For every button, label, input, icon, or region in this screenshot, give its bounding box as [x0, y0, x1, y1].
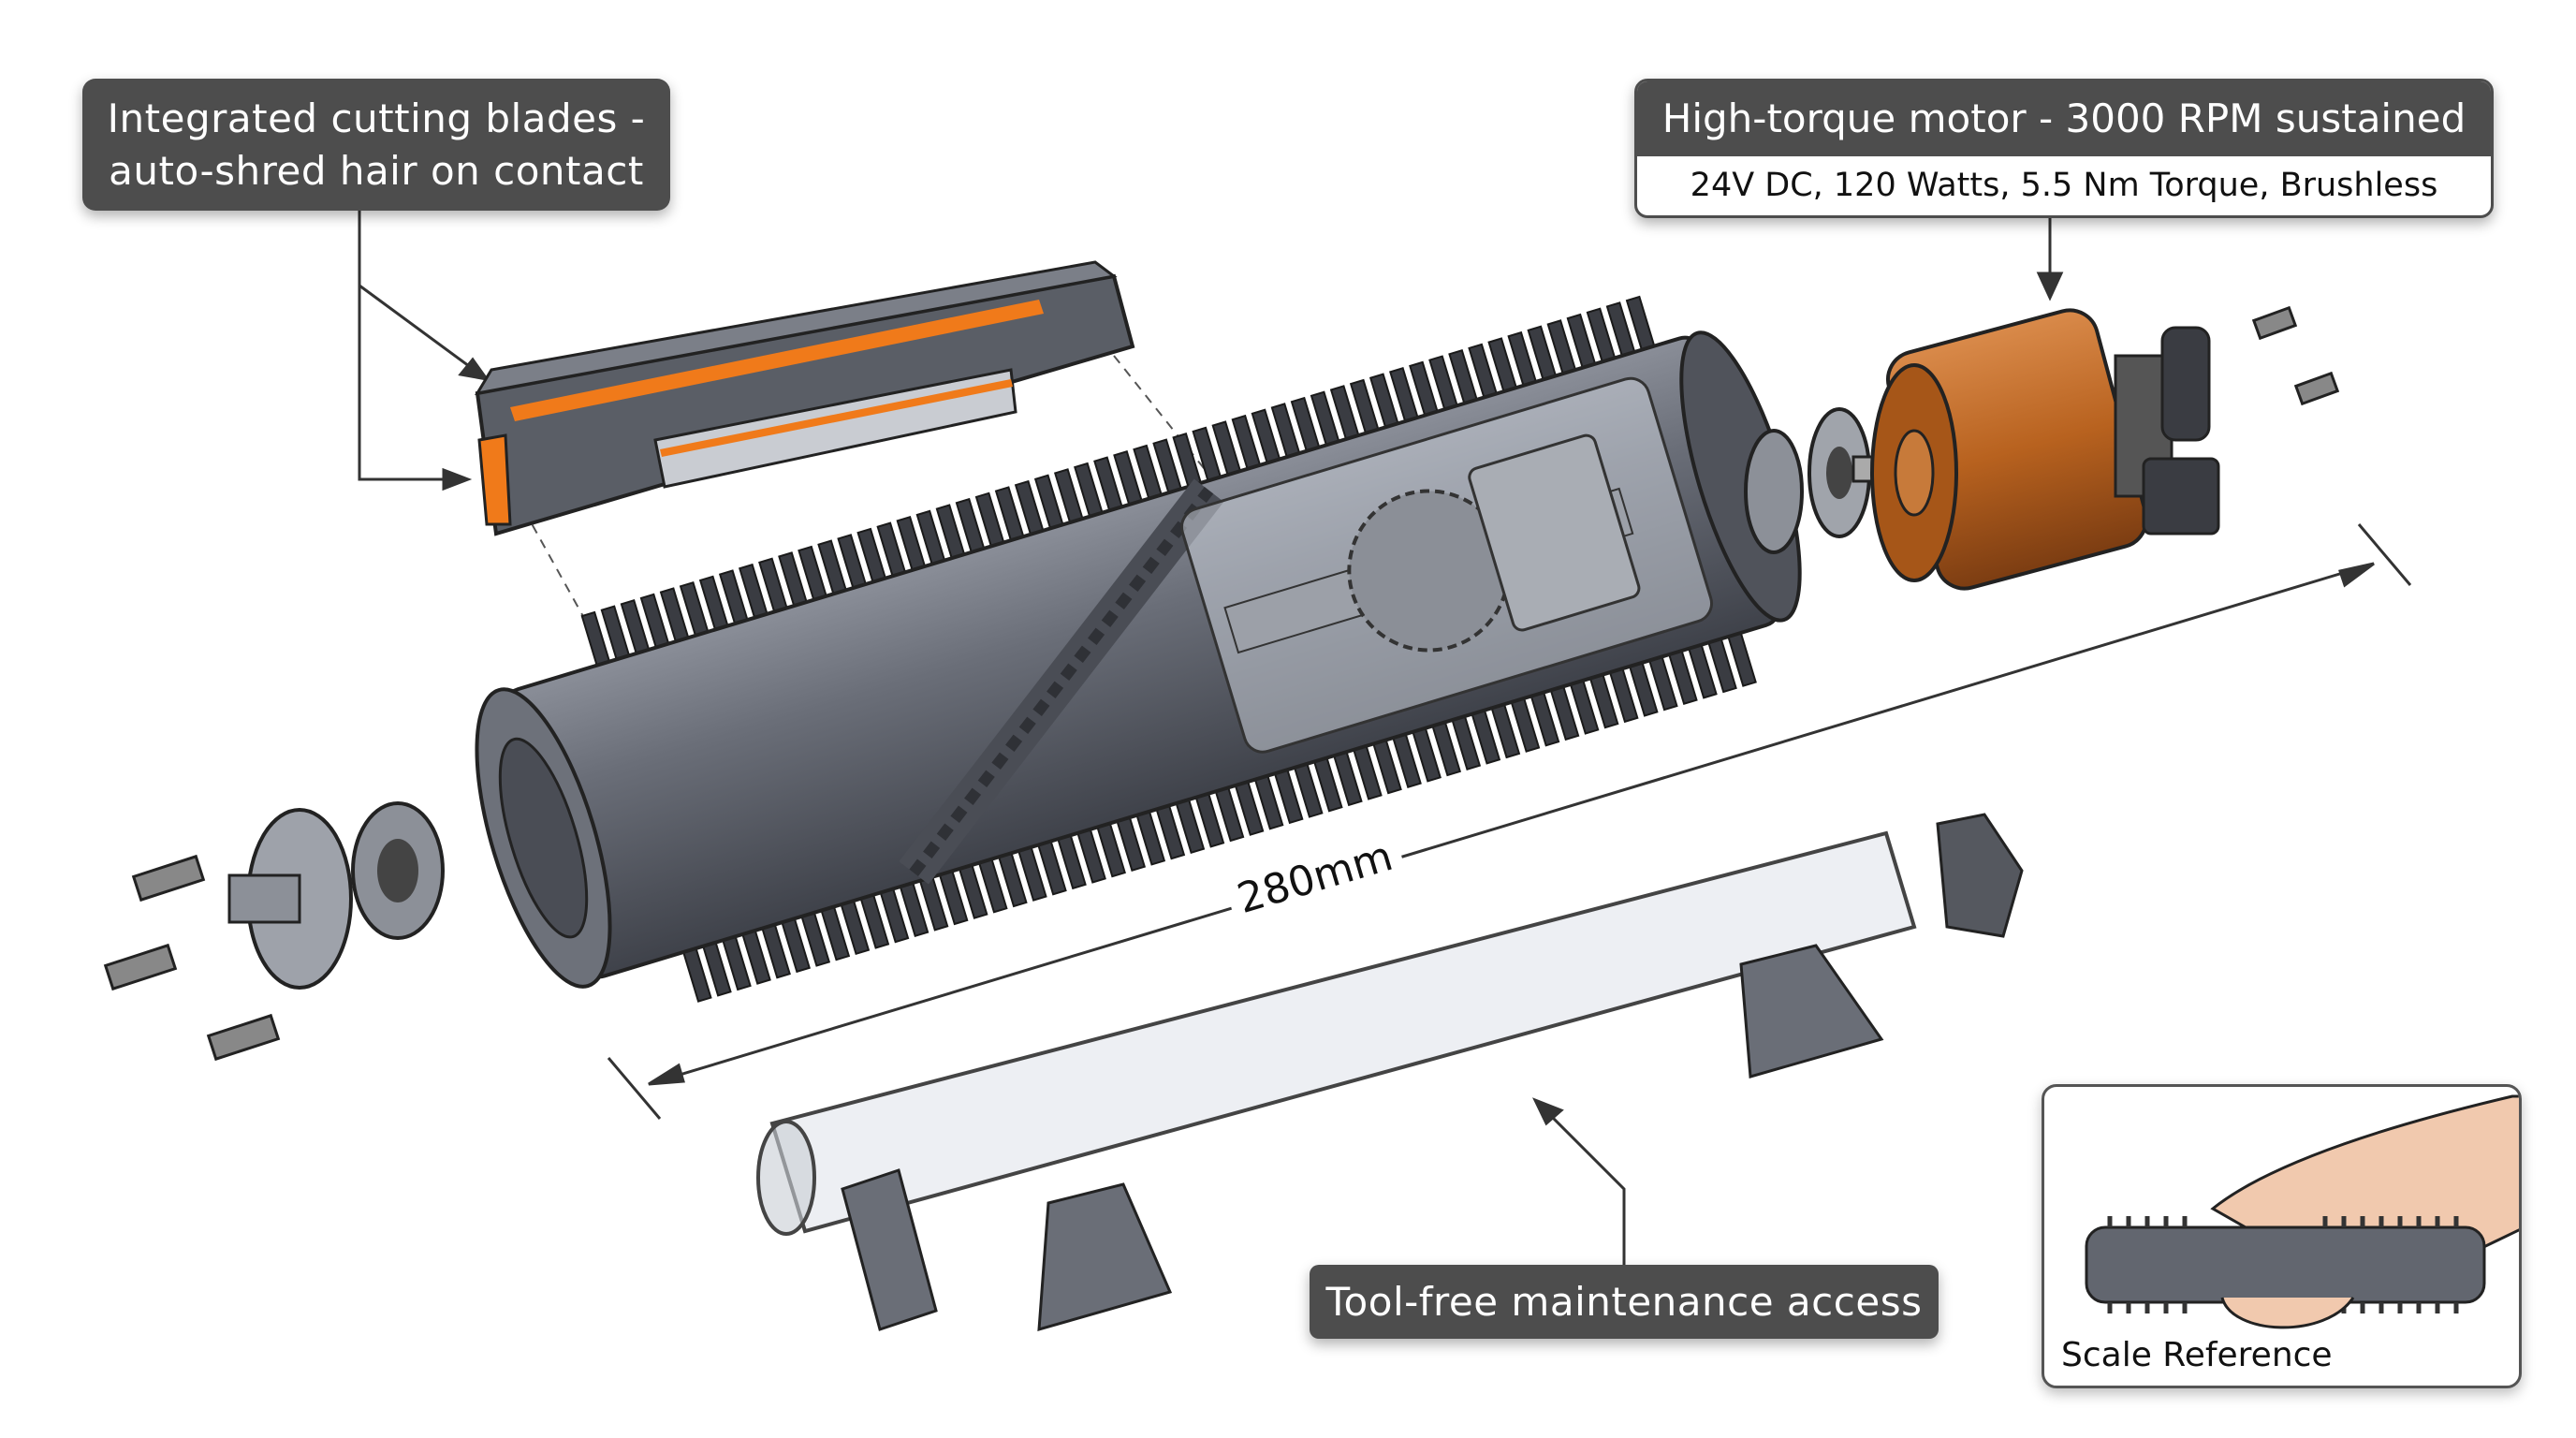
cutting-blades-callout: Integrated cutting blades - auto-shred h… [82, 79, 670, 211]
scale-reference-panel: Scale Reference [2042, 1084, 2522, 1388]
cutting-blades-callout-line1: Integrated cutting blades - [107, 95, 646, 141]
hand-holding-roller-illustration [2085, 1094, 2519, 1329]
brush-roller [475, 295, 1802, 1003]
scale-reference-label: Scale Reference [2061, 1336, 2333, 1374]
access-leader [1531, 1097, 1626, 1265]
motor-callout-title: High-torque motor - 3000 RPM sustained [1637, 81, 2491, 156]
cutting-blade-insert [475, 260, 1135, 536]
motor-callout: High-torque motor - 3000 RPM sustained 2… [1634, 79, 2494, 218]
cutting-blades-callout-line2: auto-shred hair on contact [109, 147, 644, 194]
blades-leader [358, 211, 490, 492]
clear-access-cover [756, 813, 2024, 1332]
left-end-cap-parts [103, 801, 445, 1062]
motor-leader [2036, 218, 2064, 301]
motor-callout-specs: 24V DC, 120 Watts, 5.5 Nm Torque, Brushl… [1690, 167, 2438, 204]
motor [1870, 305, 2340, 591]
dimension-line [607, 523, 2412, 1120]
maintenance-access-callout: Tool-free maintenance access [1310, 1265, 1939, 1339]
